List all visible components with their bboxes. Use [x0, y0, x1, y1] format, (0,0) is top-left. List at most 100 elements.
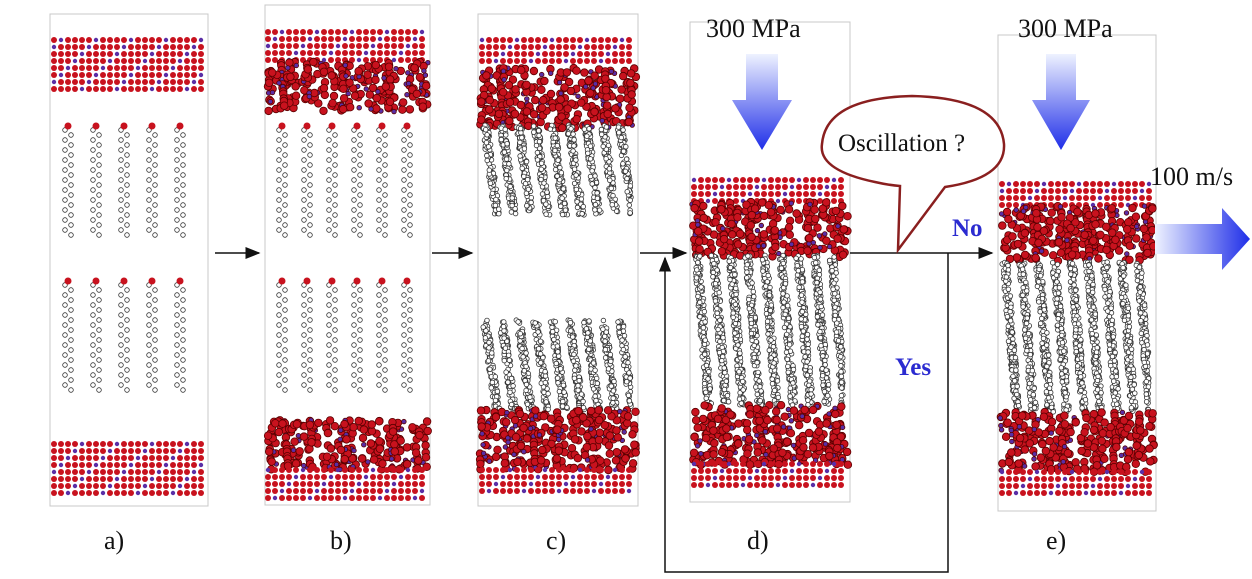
atom-layer-bottom-b [389, 456, 395, 462]
atom-layer-bottom-b [375, 417, 384, 426]
atom-layer-bottom-a [93, 448, 99, 454]
chain-top-c [507, 183, 513, 190]
atom-layer-top-c [485, 105, 494, 114]
chain-bottom-a [180, 297, 186, 303]
chain-top-c [574, 204, 581, 211]
chain-top-a [180, 202, 186, 208]
chain-bottom-c [627, 375, 633, 381]
chain-bottom-b [357, 327, 363, 333]
atom-layer-bottom-c [535, 467, 541, 473]
atom-layer-top-a [128, 79, 134, 85]
atom-layer-top-d [816, 233, 822, 239]
atom-layer-top-b [327, 71, 336, 80]
atom-layer-top-c [537, 85, 546, 94]
atom-layer-bottom-a [58, 462, 64, 468]
chain-bottom-c [517, 338, 523, 344]
atom-layer-bottom-a [184, 441, 190, 447]
atom-layer-top-d [784, 223, 794, 232]
chain-top-b [376, 147, 382, 153]
atom-layer-top-d [760, 242, 767, 249]
chain-bottom-c [552, 319, 558, 325]
atom-layer-top-d [792, 209, 801, 218]
atom-layer-bottom-b [363, 474, 369, 480]
chain-top-a [146, 187, 152, 193]
atom-layer-bottom-b [337, 436, 343, 442]
chain-bottom-c [625, 359, 631, 366]
atom-layer-bottom-c [527, 425, 534, 432]
atom-layer-top-c [577, 44, 583, 50]
chain-top-b [332, 232, 338, 238]
chain-top-c [620, 148, 627, 154]
atom-layer-top-c [486, 51, 492, 57]
chain-top-a [146, 167, 152, 173]
atom-layer-bottom-b [356, 474, 362, 480]
atom-layer-bottom-c [549, 488, 555, 494]
chain-top-c [496, 206, 502, 212]
chain-bottom-b [376, 292, 382, 298]
atom-layer-bottom-c [514, 467, 520, 473]
atom-layer-bottom-a [177, 490, 183, 496]
atom-layer-top-c [493, 37, 499, 43]
chain-top-a [124, 212, 130, 218]
atom-layer-bottom-c [486, 488, 492, 494]
atom-layer-bottom-c [582, 443, 591, 452]
chain-top-c [552, 135, 558, 141]
chain-bottom-b [307, 317, 313, 323]
atom-layer-top-b [356, 43, 362, 49]
chain-bottom-b [403, 277, 411, 285]
chain-top-a [62, 157, 68, 163]
chain-top-c [493, 196, 499, 203]
chain-top-c [560, 186, 567, 192]
chain-bottom-b [376, 312, 382, 318]
chain-top-b [276, 207, 282, 213]
atom-layer-bottom-b [361, 442, 367, 448]
chain-top-c [570, 148, 576, 154]
chain-bottom-b [326, 312, 332, 318]
atom-layer-top-a [184, 79, 190, 85]
atom-layer-top-a [79, 65, 85, 71]
chain-top-b [407, 222, 413, 228]
atom-layer-top-b [276, 80, 282, 86]
chain-top-b [332, 182, 338, 188]
atom-layer-bottom-c [591, 474, 597, 480]
atom-layer-bottom-b [338, 427, 344, 433]
atom-layer-top-a [93, 79, 99, 85]
atom-layer-bottom-c [522, 434, 532, 443]
atom-layer-bottom-b [290, 447, 297, 453]
chain-bottom-c [487, 366, 493, 372]
chain-top-c [599, 131, 605, 138]
atom-layer-top-b [279, 29, 285, 35]
atom-layer-top-b [265, 29, 271, 35]
chain-top-b [351, 147, 357, 153]
chain-top-a [118, 137, 124, 143]
atom-layer-top-b [384, 62, 394, 72]
chain-bottom-a [118, 312, 124, 318]
atom-layer-top-a [128, 37, 134, 43]
atom-layer-bottom-c [486, 458, 492, 464]
atom-layer-top-b [391, 29, 397, 35]
atom-layer-top-b [405, 36, 411, 42]
atom-layer-top-a [121, 65, 127, 71]
chain-bottom-b [382, 387, 388, 393]
atom-layer-top-a [114, 51, 120, 57]
atom-layer-top-b [293, 62, 299, 69]
atom-layer-top-b [265, 50, 271, 56]
atom-layer-top-a [100, 65, 106, 71]
atom-layer-bottom-a [177, 483, 183, 489]
chain-top-a [146, 217, 152, 223]
atom-layer-bottom-b [293, 481, 299, 487]
chain-bottom-c [616, 329, 623, 336]
chain-bottom-a [68, 367, 74, 373]
atom-layer-bottom-b [292, 420, 302, 429]
atom-layer-top-d [733, 191, 739, 197]
atom-layer-top-a [163, 37, 169, 43]
chain-bottom-b [282, 377, 288, 383]
chain-top-a [62, 227, 68, 233]
chain-bottom-b [382, 367, 388, 373]
atom-layer-bottom-a [128, 441, 134, 447]
atom-layer-top-a [135, 37, 141, 43]
chain-bottom-c [486, 345, 492, 351]
chain-top-b [376, 197, 382, 203]
chain-bottom-c [489, 350, 495, 356]
chain-top-a [68, 182, 74, 188]
